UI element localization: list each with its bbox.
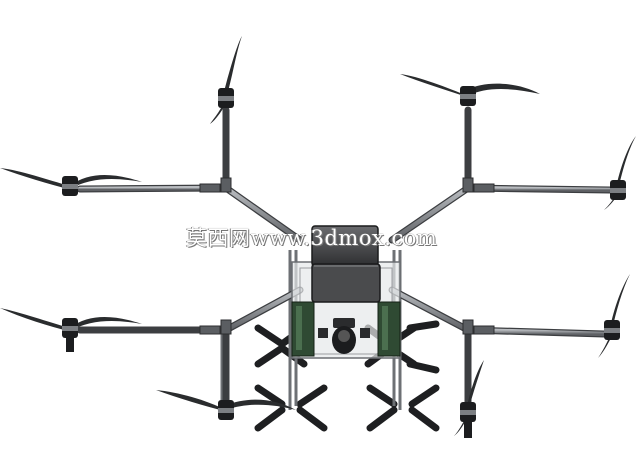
battery-icon <box>311 225 381 303</box>
rotor-icon <box>0 36 636 438</box>
central-frame <box>291 225 401 359</box>
watermark: 莫西网www.3dmox.com <box>186 226 438 250</box>
landing-gear-icon <box>254 320 440 432</box>
frame-arms <box>76 106 614 408</box>
camera-gimbal <box>318 318 370 354</box>
